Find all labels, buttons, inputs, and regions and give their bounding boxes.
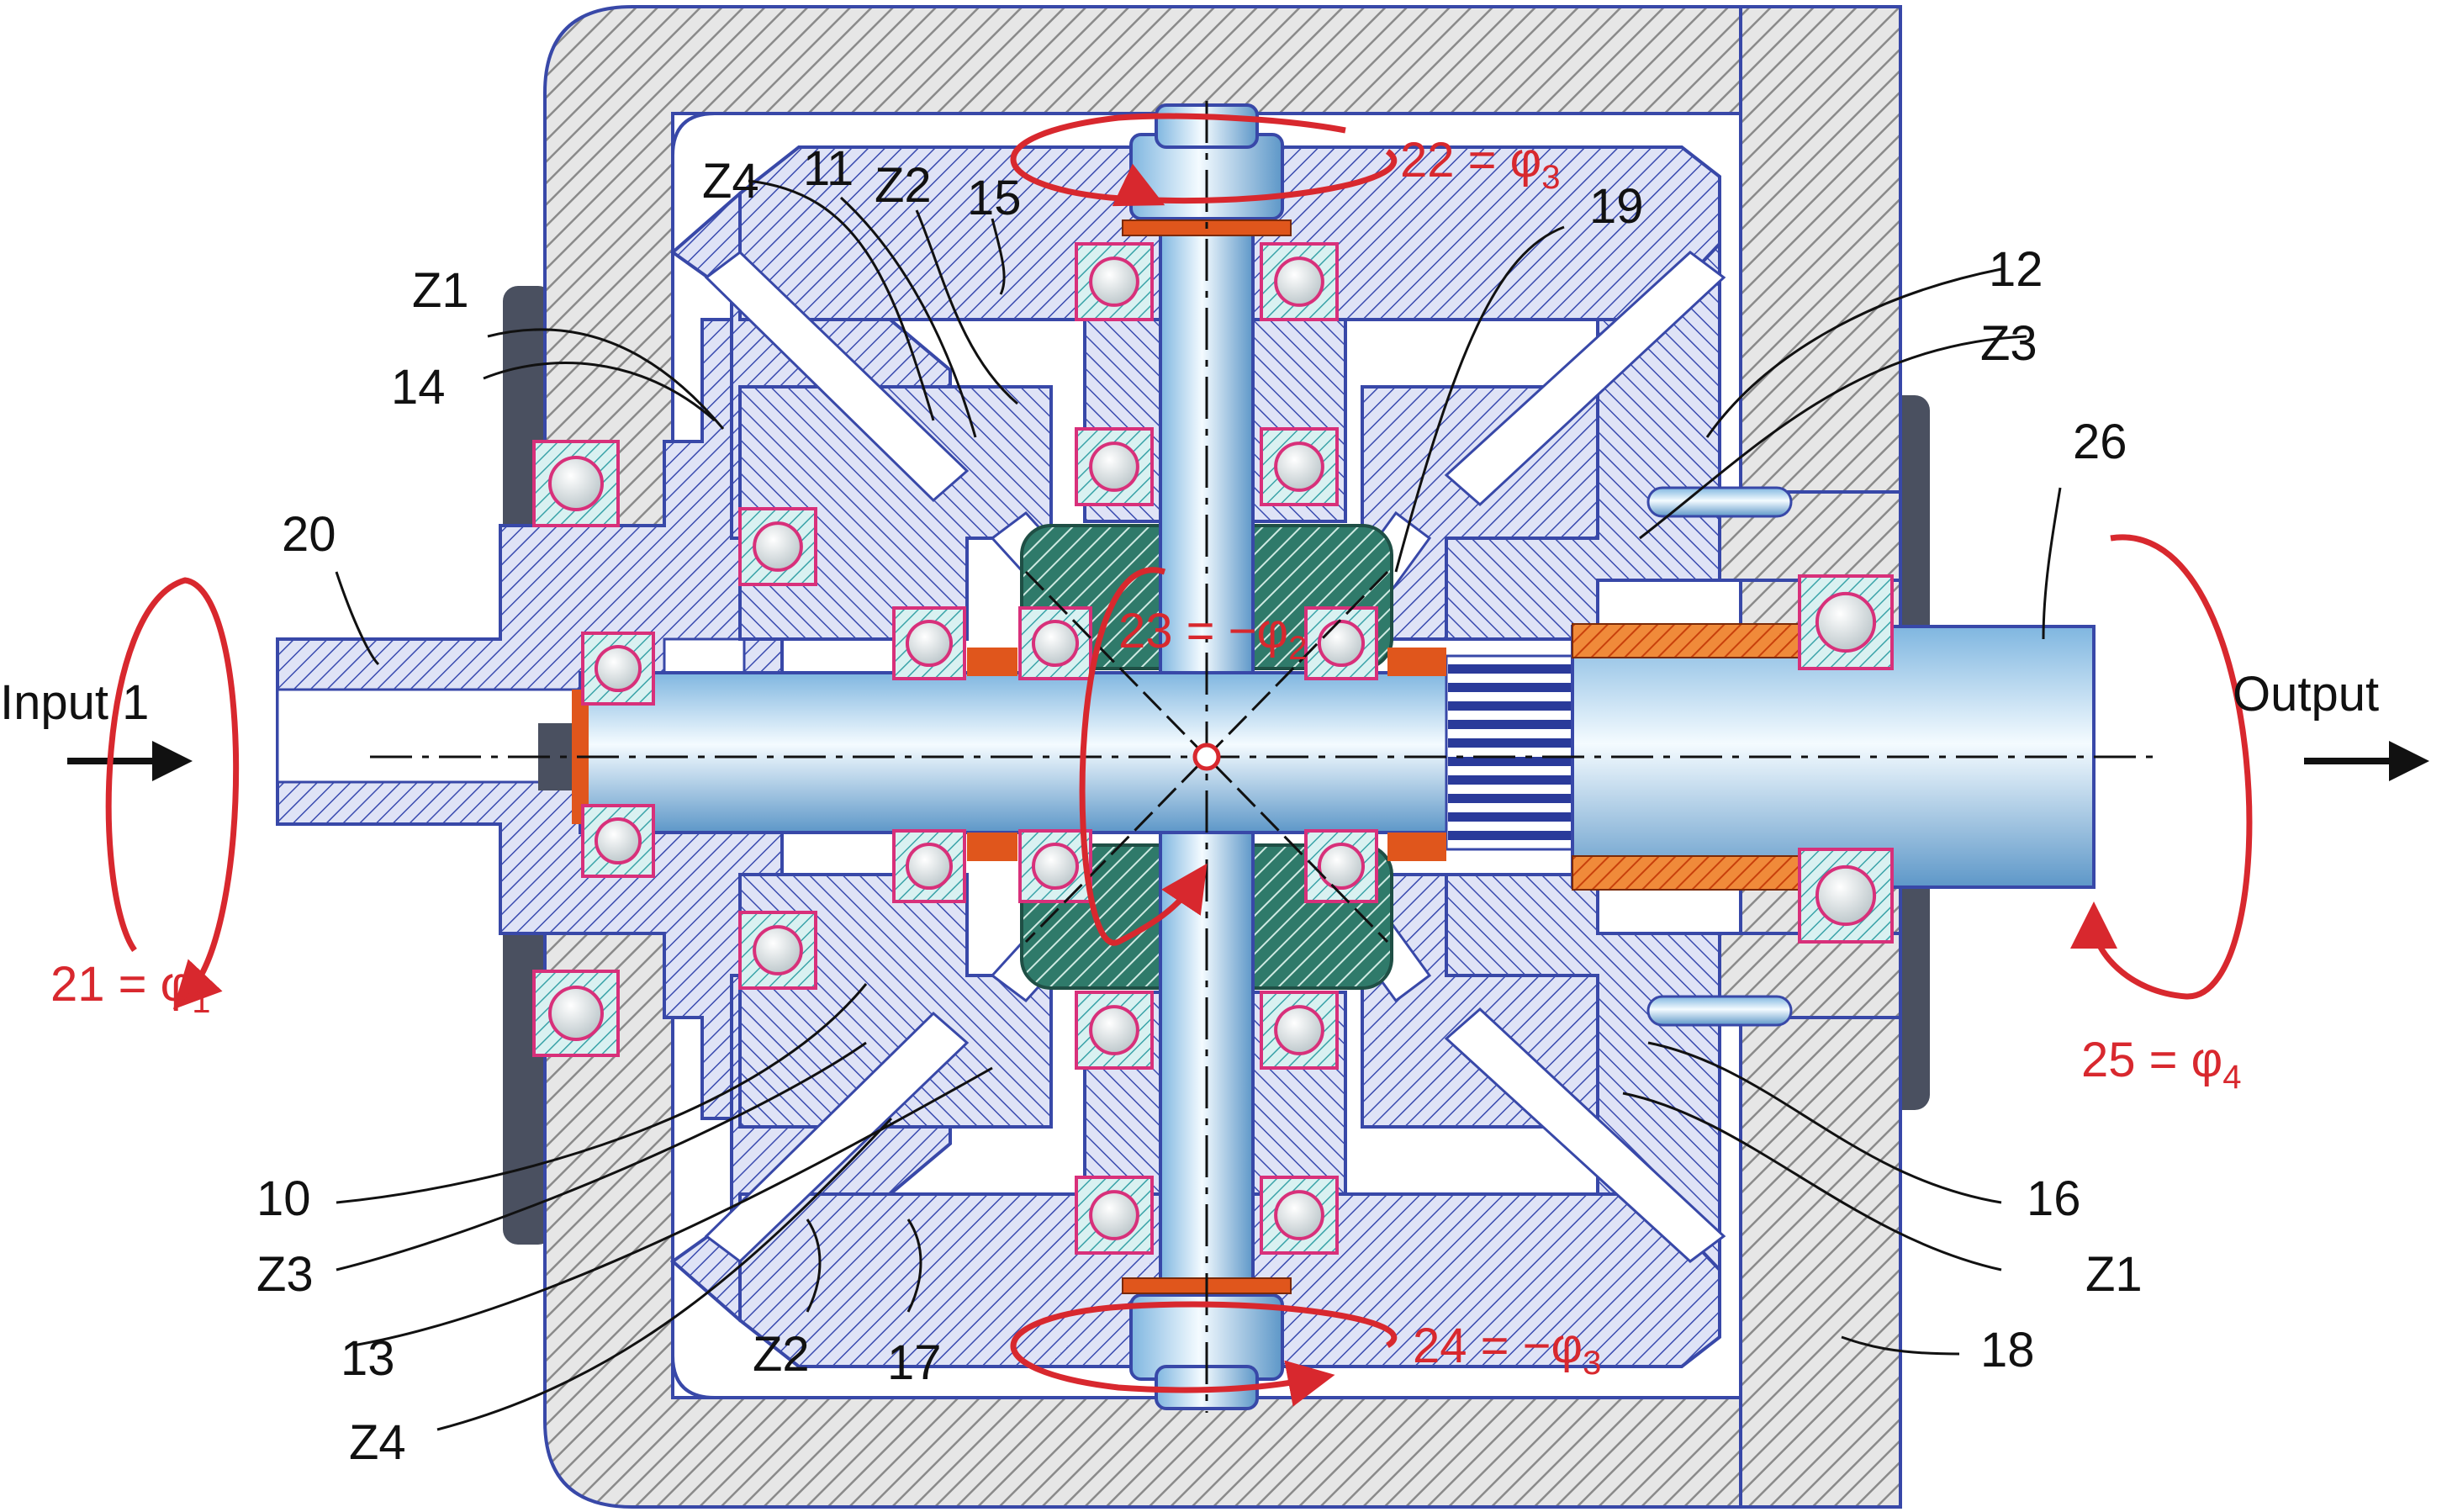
bearing-ball: [594, 817, 642, 865]
bearing-ball: [1274, 1190, 1324, 1240]
rotation-label-23: 23 = −φ2: [1118, 604, 1307, 667]
bearing-ball: [1089, 1005, 1139, 1055]
spline-tooth: [1448, 775, 1571, 785]
text-labels: Input 1 Output 20 14 Z1 Z4 11 Z2 15 19 1…: [0, 133, 2379, 1470]
bearing-ball: [1031, 619, 1080, 668]
spline-tooth: [1448, 720, 1571, 729]
label-z1-right: Z1: [2085, 1247, 2143, 1302]
bearing-ball: [548, 986, 604, 1041]
rotation-label-24: 24 = −φ3: [1413, 1319, 1601, 1382]
label-z1-top: Z1: [412, 263, 469, 318]
label-14: 14: [391, 360, 446, 415]
bearing-ball: [753, 925, 803, 975]
output-label: Output: [2233, 667, 2379, 722]
bearing-race: [532, 440, 620, 527]
rotation-arrows: [105, 113, 2253, 1407]
bearing-ball: [1089, 1190, 1139, 1240]
rotation-label-22: 22 = φ3: [1400, 133, 1560, 196]
label-z4-top: Z4: [702, 154, 759, 209]
bearing-ball: [753, 521, 803, 572]
label-z3-right: Z3: [1980, 316, 2037, 371]
input-label: Input 1: [0, 675, 149, 730]
bearing-ball: [1274, 256, 1324, 307]
spline-tooth: [1448, 701, 1571, 711]
bearing-ball: [1815, 591, 1877, 653]
bearing-ball: [1031, 842, 1080, 891]
spline-tooth: [1448, 738, 1571, 748]
leader-lines: [335, 179, 2062, 1431]
bearing-ball: [1317, 842, 1366, 891]
label-16: 16: [2027, 1171, 2081, 1226]
bearing-ball: [1089, 256, 1139, 307]
label-13: 13: [341, 1331, 395, 1386]
label-z3-left: Z3: [256, 1247, 314, 1302]
spline-tooth: [1448, 757, 1571, 766]
bearing-race: [532, 970, 620, 1057]
rotation-label-25: 25 = φ4: [2081, 1033, 2241, 1096]
label-20: 20: [282, 507, 336, 562]
bearing-ball: [905, 842, 954, 891]
label-z4-bottom: Z4: [349, 1415, 406, 1470]
label-z2-bottom: Z2: [753, 1327, 810, 1382]
center-point: [1192, 743, 1221, 771]
label-10: 10: [256, 1171, 311, 1226]
label-26: 26: [2073, 415, 2127, 469]
label-18: 18: [1980, 1323, 2035, 1377]
bearing-ball: [905, 619, 954, 668]
label-17: 17: [887, 1335, 942, 1390]
spline-tooth: [1448, 683, 1571, 692]
label-19: 19: [1589, 179, 1644, 234]
spline-teeth: [1445, 654, 1574, 851]
bearing-ball: [1274, 1005, 1324, 1055]
bearing-ball: [1317, 619, 1366, 668]
bearings: [532, 242, 1894, 1255]
bearing-ball: [594, 644, 642, 693]
label-11: 11: [803, 141, 854, 196]
bearing-ball: [548, 456, 604, 511]
bearing-ball: [1274, 441, 1324, 492]
spline-tooth: [1448, 664, 1571, 674]
label-z2-top: Z2: [875, 158, 932, 213]
label-15: 15: [967, 171, 1022, 225]
rotation-label-21: 21 = φ1: [50, 957, 210, 1020]
spline-tooth: [1448, 812, 1571, 822]
label-12: 12: [1989, 242, 2043, 297]
bearing-ball: [1089, 441, 1139, 492]
bearing-ball: [1815, 864, 1877, 927]
spline-tooth: [1448, 794, 1571, 803]
spline-tooth: [1448, 831, 1571, 840]
